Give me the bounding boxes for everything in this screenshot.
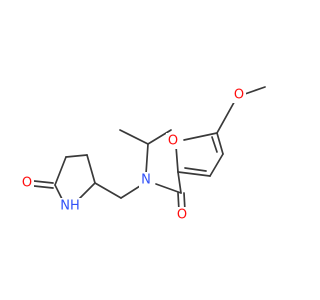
amide-nitrogen-label: N: [141, 173, 151, 188]
bond-ring-c4-c3: [65, 154, 88, 158]
amide-nitrogen-atom: N: [139, 172, 154, 188]
carbonyl-oxygen-atom: O: [175, 207, 189, 223]
bonds: [33, 86, 266, 212]
methoxy-oxygen-label: O: [234, 88, 244, 103]
bond-ch2-pyrrolidine-c2: [94, 182, 122, 199]
bond-furan-c5-o1: [183, 132, 218, 141]
bond-isopropyl-ch-ch3-left: [119, 129, 149, 145]
bond-furan-c2-c3: [177, 171, 211, 177]
bond-ring-c5-c4: [54, 156, 67, 186]
lactam-nh-label: NH: [60, 199, 80, 214]
bond-furan-o1-c2: [175, 145, 179, 173]
lactam-oxygen-label: O: [22, 176, 32, 191]
bond-n-isopropyl-ch: [145, 143, 149, 175]
bond-ring-c2-nh: [77, 182, 96, 201]
bond-n-ch2: [120, 185, 141, 199]
atom-labels: O O N O NH O: [20, 87, 246, 223]
bond-ring-c3-c2: [86, 154, 96, 184]
molecule-structure-diagram: O O N O NH O: [20, 86, 266, 223]
lactam-nh-atom: NH: [60, 198, 82, 214]
bond-lactam-c-o-b: [33, 185, 54, 189]
furan-oxygen-label: O: [168, 134, 178, 149]
bond-furan-c2-carbonyl-c: [177, 171, 182, 194]
bond-furan-c2-c3-inner: [184, 167, 207, 172]
carbonyl-oxygen-label: O: [177, 208, 187, 223]
bond-furan-c3-c4: [209, 153, 224, 177]
methoxy-oxygen-atom: O: [232, 87, 246, 103]
bond-isopropyl-ch-ch3-right: [147, 129, 172, 145]
bond-furan-c4-c5-inner: [211, 136, 218, 153]
bond-carbonyl-c-n: [155, 183, 182, 194]
furan-oxygen-atom: O: [166, 133, 180, 149]
lactam-oxygen-atom: O: [20, 175, 34, 191]
bond-furan-c4-c5: [216, 132, 224, 155]
bond-lactam-c-o-a: [33, 180, 54, 184]
